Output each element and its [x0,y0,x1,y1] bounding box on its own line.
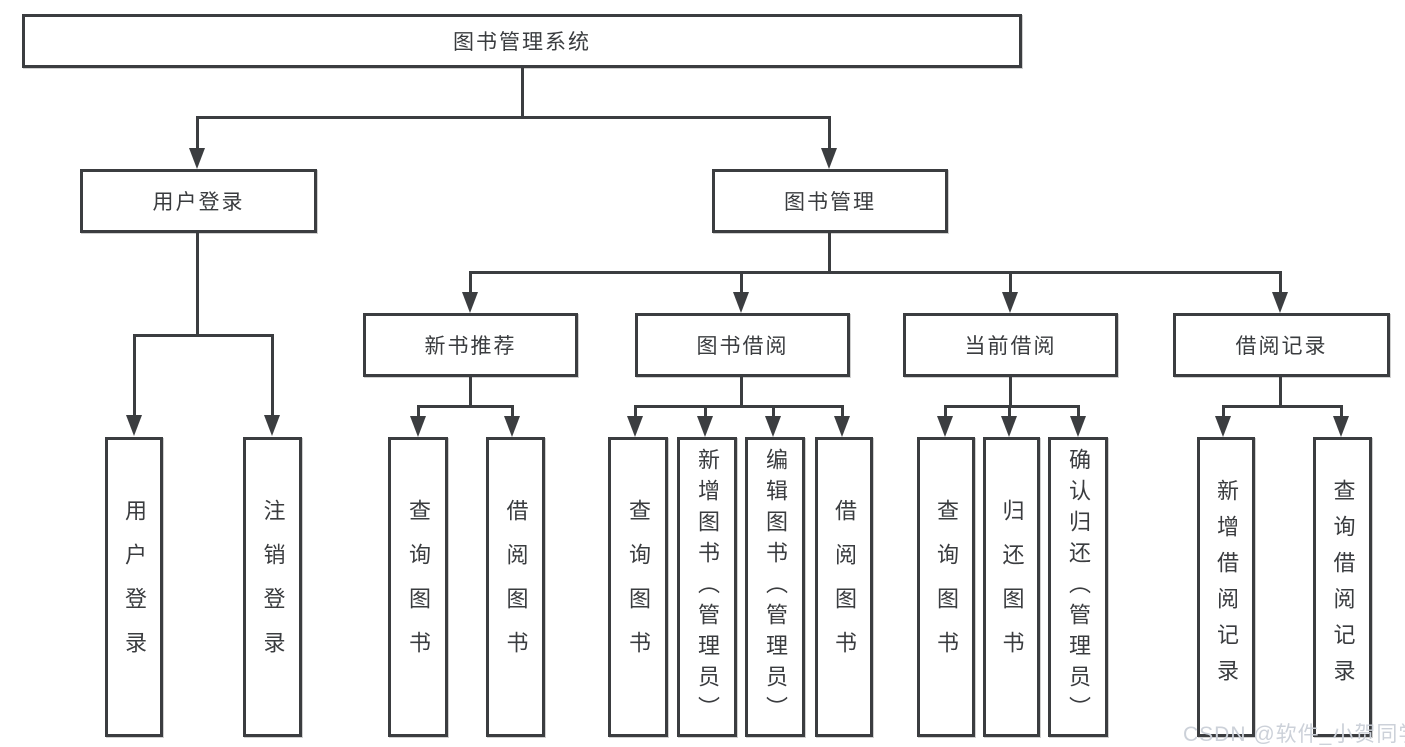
node-label: 新书推荐 [424,335,517,358]
node-label: 图书借阅 [696,335,789,358]
arrowhead-icon [1001,416,1017,437]
node-user-login: 用户登录 [80,169,317,233]
arrowhead-icon [410,416,426,437]
node-label: 图书管理 [784,191,876,214]
connector-shaft [271,334,274,418]
node-book-borrowing: 图书借阅 [635,313,850,377]
node-logout-leaf: 注销登录 [243,437,302,737]
connector-level2-rail [196,116,831,119]
node-book-management: 图书管理 [712,169,948,233]
connector-stem [1279,376,1282,408]
connector-shaft [1008,405,1011,421]
arrowhead-icon [1333,416,1349,437]
connector-user-login-stem [196,232,199,337]
node-label: 归还图书 [999,499,1025,675]
arrowhead-icon [937,416,953,437]
connector-rail [634,405,844,408]
connector-shaft [740,271,743,295]
node-borrow-books-recommend: 借阅图书 [486,437,545,737]
arrowhead-icon [264,415,280,436]
node-return-books: 归还图书 [983,437,1040,737]
arrowhead-icon [627,416,643,437]
connector-level3-rail [469,271,1282,274]
arrowhead-icon [834,416,850,437]
connector-root-stem [521,67,524,118]
node-new-book-recommend: 新书推荐 [363,313,578,377]
connector-shaft [772,405,775,421]
node-add-borrow-record: 新增借阅记录 [1197,437,1255,737]
connector-shaft [944,405,947,421]
arrowhead-icon [733,292,749,313]
arrowhead-icon [765,416,781,437]
connector-shaft [1077,405,1080,421]
node-label: 注销登录 [260,499,286,675]
node-label: 借阅图书 [832,499,857,675]
arrowhead-icon [504,416,520,437]
node-label: 用户登录 [122,499,147,675]
connector-shaft [417,405,420,421]
connector-shaft [828,116,831,150]
node-user-login-leaf: 用户登录 [105,437,163,737]
node-label: 查询图书 [934,499,959,675]
arrowhead-icon [1070,416,1086,437]
connector-shaft [196,116,199,150]
node-query-books-borrowing: 查询图书 [608,437,668,737]
connector-shaft [1009,271,1012,295]
connector-book-management-stem [828,232,831,273]
node-query-books-current: 查询图书 [917,437,975,737]
node-library-management-system: 图书管理系统 [22,14,1022,68]
node-label: 查询借阅记录 [1330,479,1356,695]
connector-shaft [1222,405,1225,421]
arrowhead-icon [1215,416,1231,437]
node-label: 编辑图书（管理员） [763,447,788,727]
node-label: 确认归还（管理员） [1066,447,1091,727]
connector-shaft [841,405,844,421]
node-confirm-return-admin: 确认归还（管理员） [1048,437,1108,737]
connector-rail [417,405,514,408]
connector-shaft [133,334,136,418]
connector-shaft [1279,271,1282,295]
node-label: 查询图书 [626,499,651,675]
connector-shaft [1340,405,1343,421]
connector-shaft [634,405,637,421]
node-edit-books-admin: 编辑图书（管理员） [745,437,805,737]
arrowhead-icon [462,292,478,313]
node-label: 查询图书 [406,499,431,675]
node-label: 当前借阅 [964,335,1057,358]
node-label: 新增借阅记录 [1214,479,1239,695]
node-label: 借阅记录 [1235,335,1328,358]
node-label: 图书管理系统 [453,31,591,54]
connector-user-login-rail [133,334,274,337]
arrowhead-icon [1272,292,1288,313]
node-current-borrowing: 当前借阅 [903,313,1118,377]
arrowhead-icon [189,148,205,169]
arrowhead-icon [697,416,713,437]
node-label: 借阅图书 [503,499,529,675]
arrowhead-icon [1002,292,1018,313]
connector-stem [740,376,743,408]
node-borrowing-records: 借阅记录 [1173,313,1390,377]
connector-rail [1222,405,1343,408]
connector-shaft [511,405,514,421]
arrowhead-icon [821,148,837,169]
node-query-books-recommend: 查询图书 [388,437,448,737]
node-label: 新增图书（管理员） [695,447,720,727]
node-add-books-admin: 新增图书（管理员） [677,437,737,737]
node-query-borrow-record: 查询借阅记录 [1313,437,1372,737]
csdn-watermark: CSDN @软件_小贺同学 [1183,723,1405,746]
connector-stem [1009,376,1012,408]
node-label: 用户登录 [152,191,245,214]
connector-rail [944,405,1080,408]
node-borrow-books-leaf: 借阅图书 [815,437,873,737]
connector-shaft [704,405,707,421]
connector-shaft [469,271,472,295]
connector-stem [469,376,472,408]
arrowhead-icon [126,415,142,436]
